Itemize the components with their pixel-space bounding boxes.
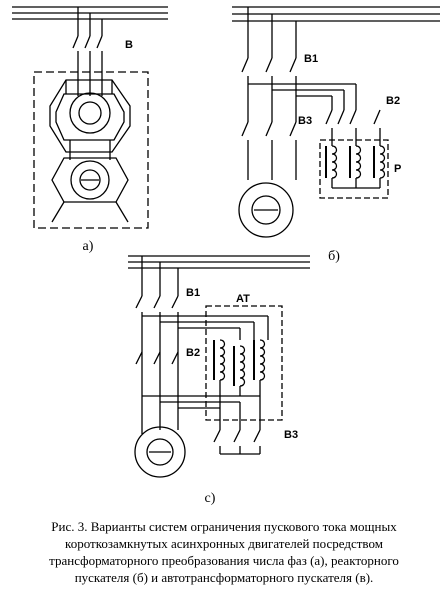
label-switch-c3: B3 — [284, 429, 298, 441]
subfigure-label-b: б) — [328, 249, 340, 264]
label-switch-b3: B3 — [298, 115, 312, 127]
switch-c3 — [213, 429, 261, 455]
label-reactor-b: P — [394, 163, 401, 175]
autotransformer-enclosure-c — [205, 305, 283, 421]
label-switch-c2: B2 — [186, 347, 200, 359]
converter-enclosure-a — [33, 71, 149, 229]
bus-bars-b — [232, 6, 440, 22]
reactor-enclosure-b — [319, 139, 389, 199]
subfigure-label-a: a) — [83, 239, 94, 254]
switch-c1 — [135, 295, 179, 309]
label-switch-b1: B1 — [304, 53, 318, 65]
bus-bars-c — [128, 255, 310, 269]
switch-c2 — [135, 351, 179, 365]
subfigure-label-c: c) — [205, 491, 216, 506]
feeder-lines-a — [77, 7, 103, 36]
switch-contacts-a — [72, 35, 103, 96]
transformer-primary-a — [69, 92, 111, 134]
caption-line-3: трансформаторного преобразования числа ф… — [49, 553, 399, 568]
label-switch-a: B — [125, 39, 133, 51]
label-switch-b2: B2 — [386, 95, 400, 107]
diagram-c: B1 AT B2 B3 c) — [128, 255, 310, 506]
label-autotransformer-c: AT — [236, 293, 250, 305]
caption-line-4: пускателя (б) и автотрансформаторного пу… — [74, 570, 374, 585]
figure-caption: Рис. 3. Варианты систем ограничения пуск… — [10, 518, 438, 586]
diagram-a: B a) — [12, 6, 168, 254]
conductors-c — [141, 312, 269, 430]
diagram-b: B1 B2 B3 P б) — [232, 6, 440, 264]
conductors-b — [247, 76, 357, 122]
label-switch-c1: B1 — [186, 287, 200, 299]
motor-b — [238, 182, 294, 238]
schematic-diagram: B a) — [12, 6, 440, 506]
autotransformer-coils-c — [142, 339, 266, 430]
switch-b3 — [241, 121, 297, 180]
switch-b2 — [325, 109, 381, 146]
reactor-coils-b — [325, 145, 386, 189]
switch-b1 — [241, 57, 297, 73]
motor-c — [134, 426, 186, 478]
caption-line-2: короткозамкнутых асинхронных двигателей … — [65, 536, 383, 551]
link-a — [69, 140, 111, 160]
motor-a — [51, 157, 129, 223]
feeder-lines-b — [247, 7, 297, 58]
caption-line-1: Рис. 3. Варианты систем ограничения пуск… — [51, 519, 397, 534]
feeder-lines-c — [141, 256, 179, 296]
transformer-outline-a — [49, 79, 131, 153]
